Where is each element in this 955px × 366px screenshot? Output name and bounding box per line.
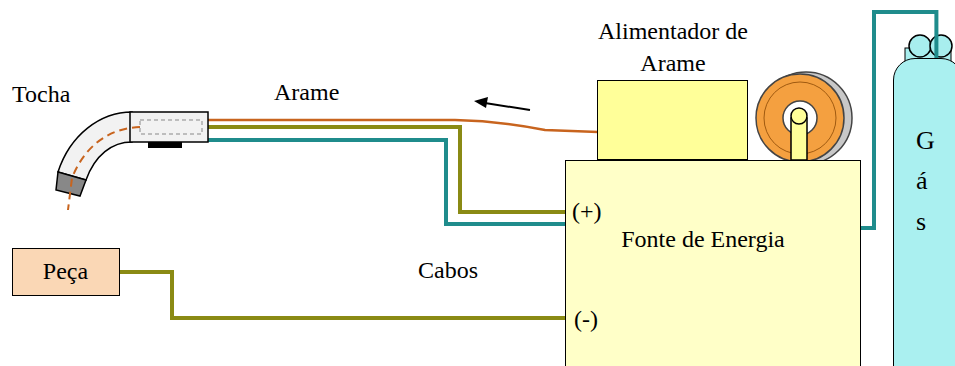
negative-terminal: (-)	[574, 305, 598, 334]
arrow-head	[474, 97, 488, 108]
torch-inner	[140, 120, 202, 134]
valve-knob	[930, 35, 952, 57]
valve-knob	[909, 35, 931, 57]
cable-label: Cabos	[418, 256, 478, 285]
welding-wire	[206, 120, 598, 132]
gas-name: Gás	[916, 121, 917, 242]
wire-spool	[756, 74, 844, 162]
torch-trigger	[148, 142, 182, 148]
wire-label: Arame	[274, 78, 339, 107]
source-title: Fonte de Energia	[618, 223, 788, 255]
workpiece-box: Peça	[12, 248, 120, 296]
gas-cylinder: Gás	[893, 58, 955, 366]
workpiece-name: Peça	[43, 257, 88, 286]
spool-axle	[791, 108, 807, 124]
feeder-title: Alimentador de Arame	[578, 15, 768, 80]
wire-feeder-box: Alimentador de Arame	[597, 80, 748, 160]
power-cable	[206, 127, 565, 212]
direction-arrow	[485, 103, 530, 110]
torch-wire	[68, 127, 140, 210]
torch-neck	[58, 112, 132, 180]
cable-connector	[120, 272, 565, 318]
torch-label: Tocha	[12, 80, 70, 109]
positive-terminal: (+)	[572, 197, 602, 226]
torch-handle	[130, 112, 208, 142]
power-source-box: (+) Fonte de Energia (-)	[565, 160, 861, 366]
